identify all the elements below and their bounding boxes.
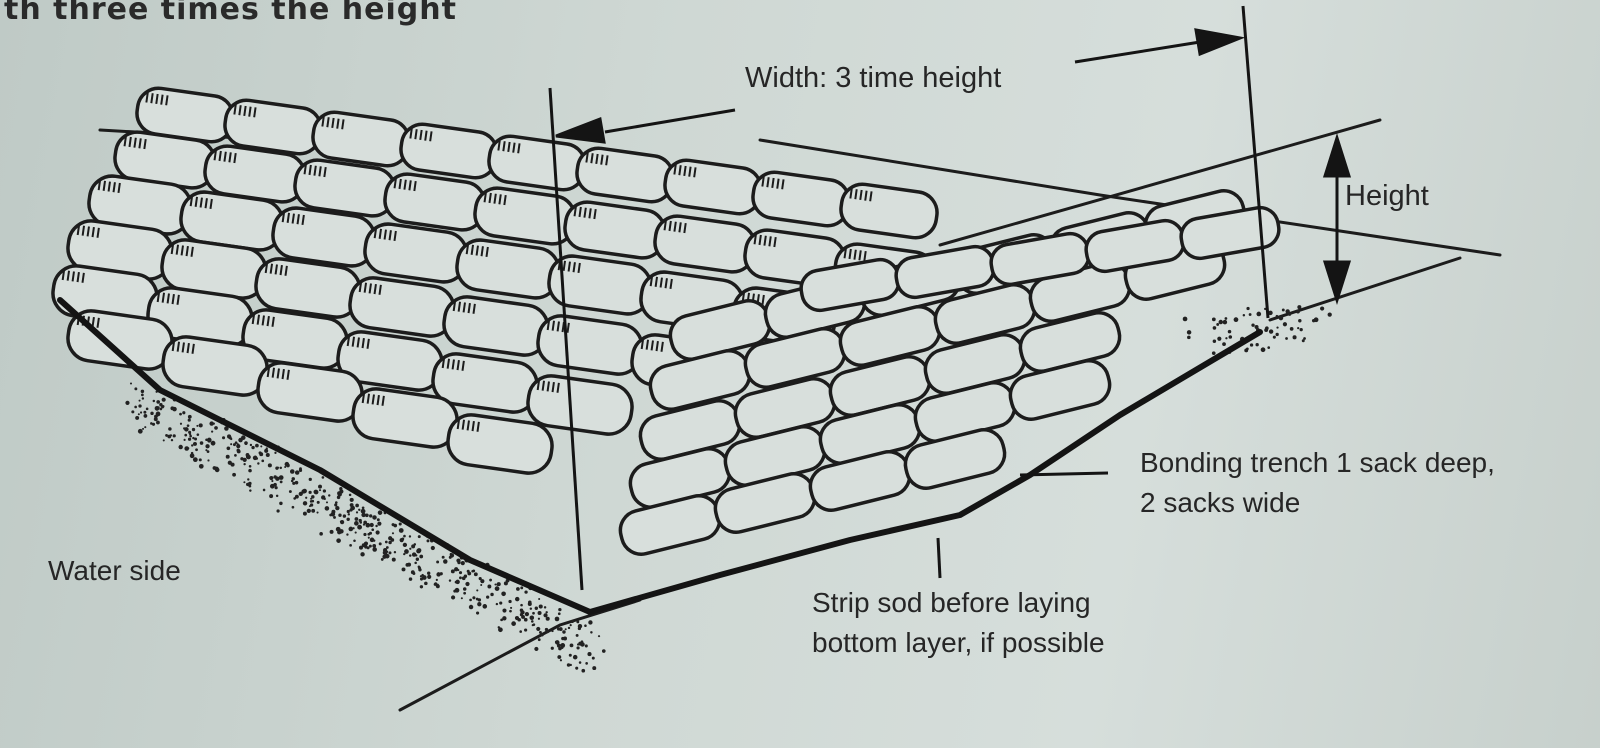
sandbag-row1-6 [575, 146, 675, 204]
sandbag-row2-4 [383, 172, 487, 232]
sandbag-row3-5 [455, 238, 561, 300]
water-side-label: Water side [48, 555, 181, 586]
sandbag-row1-9 [839, 182, 939, 240]
stipple-water-side [125, 382, 606, 673]
bonding-trench-label-line1: Bonding trench 1 sack deep, [1140, 447, 1495, 478]
ground-line-right [1268, 256, 1462, 322]
levee-bottom-edge [57, 297, 1263, 615]
ground-line-front [398, 598, 642, 712]
sandbag-row3-4 [363, 222, 469, 284]
width-label: Width: 3 time height [745, 62, 1002, 94]
dimension-markers [548, 5, 1352, 591]
face-sack-course5-4 [903, 428, 1007, 490]
width-leader-left [604, 108, 736, 134]
sandbag-row4-5 [442, 295, 550, 357]
sandbag-row2-5 [473, 186, 577, 246]
face-sack-course4-5 [1008, 359, 1112, 421]
soil-stipple [125, 305, 1332, 673]
width-arrow-left [555, 116, 606, 144]
perspective-guide-line [938, 118, 1382, 247]
sandbag-row6-2 [161, 335, 269, 397]
sandbag-row6-5 [446, 413, 554, 475]
sandbag-row5-6 [526, 374, 634, 436]
levee-outline [57, 297, 1263, 615]
sandbag-row1-7 [663, 158, 763, 216]
sandbag-row4-4 [348, 276, 456, 338]
crest-sack-5 [1179, 205, 1281, 261]
height-arrow-down [1322, 260, 1352, 305]
height-arrow-up [1322, 133, 1352, 178]
width-left-vertical [548, 87, 584, 591]
sod-leader [936, 537, 942, 579]
bonding-trench-label-line2: 2 sacks wide [1140, 487, 1301, 518]
width-arrow-right [1194, 28, 1246, 57]
sandbag-row2-7 [653, 214, 757, 274]
width-right-vertical [1241, 5, 1270, 319]
strip-sod-label: Strip sod before laying bottom layer, if… [812, 583, 1105, 663]
sandbag-row1-8 [751, 170, 851, 228]
levee-back-edge-line [758, 138, 1502, 257]
width-leader-right [1074, 40, 1201, 64]
height-label: Height [1345, 180, 1429, 212]
strip-sod-label-line1: Strip sod before laying [812, 587, 1091, 618]
sandbag-row2-6 [563, 200, 667, 260]
bonding-trench-label: Bonding trench 1 sack deep, 2 sacks wide [1140, 443, 1495, 523]
trench-leader [1019, 471, 1109, 477]
stipple-land-side [1182, 305, 1332, 355]
caption-header: th three times the height [4, 0, 457, 27]
sandbag-row1-5 [487, 134, 587, 192]
strip-sod-label-line2: bottom layer, if possible [812, 627, 1105, 658]
sandbag-row4-6 [536, 314, 644, 376]
sandbag-stack [51, 86, 1281, 556]
sandbag-row1-4 [399, 122, 499, 180]
face-sack-course5-1 [618, 494, 722, 556]
